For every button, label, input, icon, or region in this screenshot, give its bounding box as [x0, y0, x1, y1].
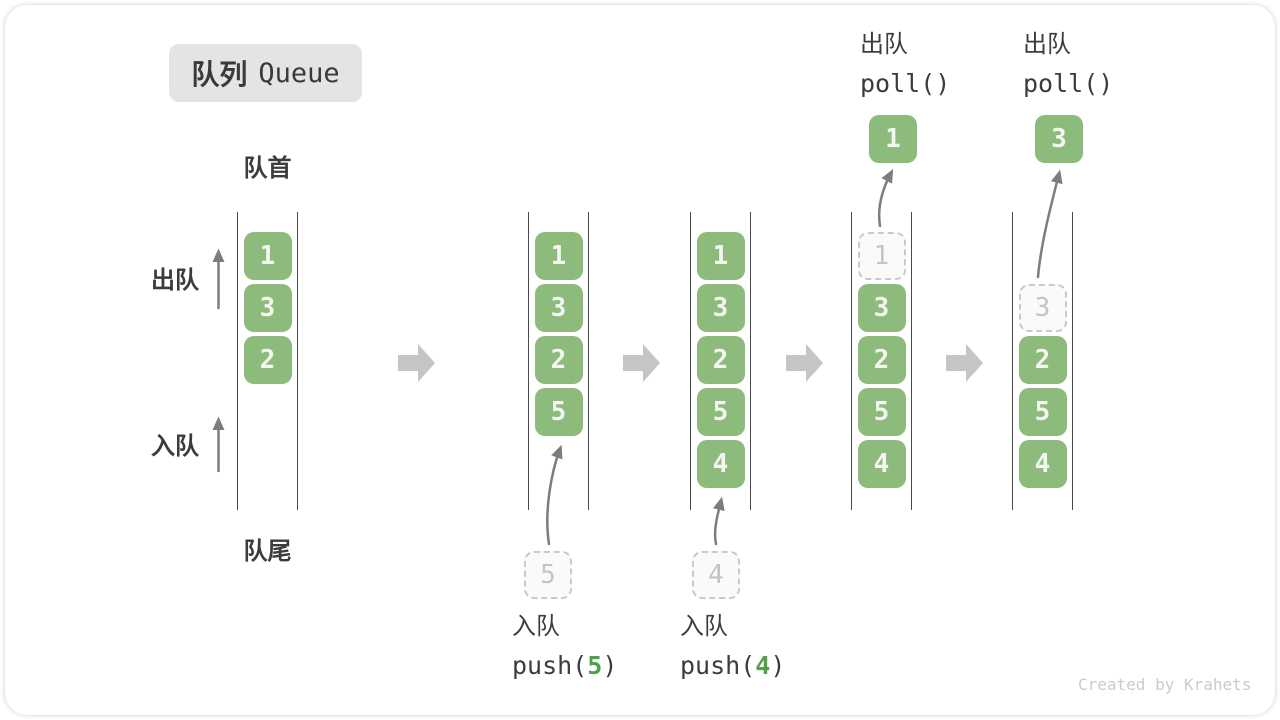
dequeue-action-label: 出队: [1023, 31, 1071, 58]
title-badge: 队列 Queue: [169, 44, 362, 102]
queue-element: 4: [696, 440, 745, 488]
queue-element: 4: [1018, 440, 1067, 488]
dequeue-action-label: 出队: [860, 31, 908, 58]
queue-element: 2: [243, 336, 292, 384]
code-arg: 4: [755, 650, 771, 680]
queue-element: 2: [534, 336, 583, 384]
queue-element: 1: [243, 232, 292, 280]
pending-element: 5: [524, 551, 572, 599]
enqueue-label: 入队: [151, 433, 199, 460]
poll1-code-text: poll(): [860, 68, 951, 98]
queue-element: 5: [1018, 388, 1067, 436]
queue-element: 3: [534, 284, 583, 332]
rear-label: 队尾: [243, 538, 292, 565]
queue-element: 3: [243, 284, 292, 332]
queue-element: 5: [857, 388, 906, 436]
popped-element: 3: [1035, 115, 1083, 163]
enqueue-action-label: 入队: [512, 613, 560, 640]
queue-element: 4: [857, 440, 906, 488]
queue-column-4: 1 3 2 5 4: [851, 212, 912, 510]
enqueue-action-label: 入队: [680, 613, 728, 640]
queue-element: 5: [534, 388, 583, 436]
dequeue-action-poll3: 出队 poll(): [1023, 31, 1113, 97]
title-zh: 队列: [191, 59, 248, 90]
queue-element: 1: [534, 232, 583, 280]
dashed-queue-element: 1: [857, 232, 906, 280]
front-label: 队首: [243, 155, 292, 182]
push4-code-text: push(4): [680, 652, 785, 680]
queue-element: 2: [696, 336, 745, 384]
code-pre: push(: [512, 650, 588, 680]
enqueue-action-push5: 入队 push(5): [512, 613, 617, 679]
code-post: ): [770, 650, 786, 680]
queue-column-3: 1 3 2 5 4: [690, 212, 751, 510]
queue-element: 5: [696, 388, 745, 436]
queue-element: 2: [1018, 336, 1067, 384]
dashed-queue-element: 3: [1018, 284, 1067, 332]
queue-element: 3: [857, 284, 906, 332]
poll3-code-text: poll(): [1023, 68, 1114, 98]
queue-element: 3: [696, 284, 745, 332]
queue-column-5: 3 2 5 4: [1012, 212, 1073, 510]
panel-background: [5, 5, 1275, 715]
queue-element: 2: [857, 336, 906, 384]
dequeue-label: 出队: [151, 267, 199, 294]
enqueue-action-push4: 入队 push(4): [680, 613, 785, 679]
code-post: ): [602, 650, 618, 680]
queue-column-1: 1 3 2: [237, 212, 298, 510]
popped-element: 1: [869, 115, 917, 163]
code-arg: 5: [587, 650, 603, 680]
code-pre: push(: [680, 650, 756, 680]
title-en: Queue: [258, 57, 340, 89]
queue-element: 1: [696, 232, 745, 280]
dequeue-action-poll1: 出队 poll(): [860, 31, 950, 97]
pending-element: 4: [692, 551, 740, 599]
watermark: Created by Krahets: [1078, 675, 1252, 694]
push5-code-text: push(5): [512, 652, 617, 680]
queue-column-2: 1 3 2 5: [528, 212, 589, 510]
